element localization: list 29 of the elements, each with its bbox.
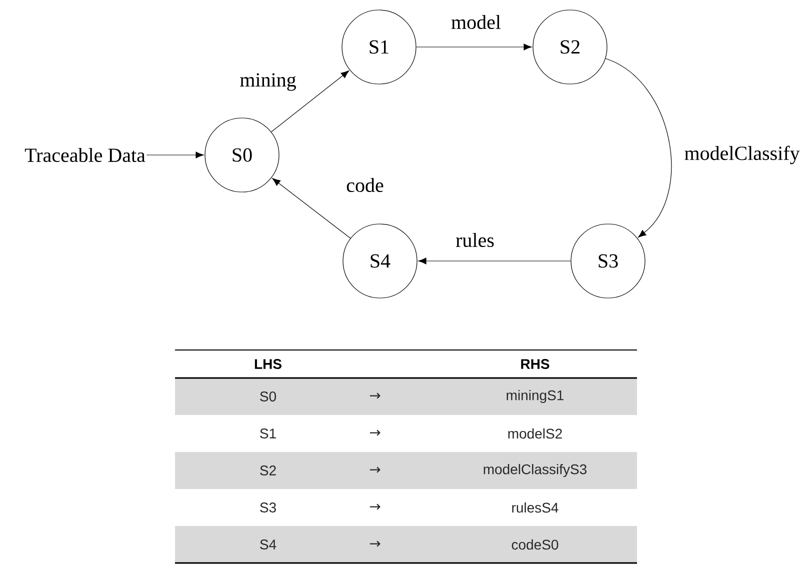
table-cell: modelClassifyS3 xyxy=(484,464,586,478)
table-cell: S3 xyxy=(260,502,276,512)
edge-label: mining xyxy=(238,72,298,92)
column-header: RHS xyxy=(521,359,550,369)
table-cell: modelS2 xyxy=(508,428,562,439)
table-cell: S2 xyxy=(260,466,276,476)
table-cell: S0 xyxy=(260,392,276,402)
table-cell: S1 xyxy=(260,428,276,438)
table-cell: → xyxy=(370,466,380,473)
edge-label: modelClassify xyxy=(683,144,801,166)
arrow xyxy=(605,58,672,238)
arrow xyxy=(271,70,350,132)
arrow xyxy=(272,178,351,239)
edge-label: code xyxy=(345,176,385,194)
table-cell: rulesS4 xyxy=(512,502,558,513)
table-cell: → xyxy=(370,504,380,510)
table-cell: → xyxy=(370,430,380,436)
arrow xyxy=(416,44,532,50)
arrow xyxy=(146,152,204,158)
edge-label: model xyxy=(450,14,502,30)
table-cell: codeS0 xyxy=(512,539,558,550)
table-cell: S4 xyxy=(260,540,276,550)
input-label: Traceable Data xyxy=(24,148,146,162)
edge-label: rules xyxy=(454,232,496,248)
table-cell: miningS1 xyxy=(506,390,564,404)
table-cell: → xyxy=(370,392,380,399)
column-header: LHS xyxy=(254,359,282,369)
arrow xyxy=(418,258,571,264)
table-cell: → xyxy=(370,540,380,547)
